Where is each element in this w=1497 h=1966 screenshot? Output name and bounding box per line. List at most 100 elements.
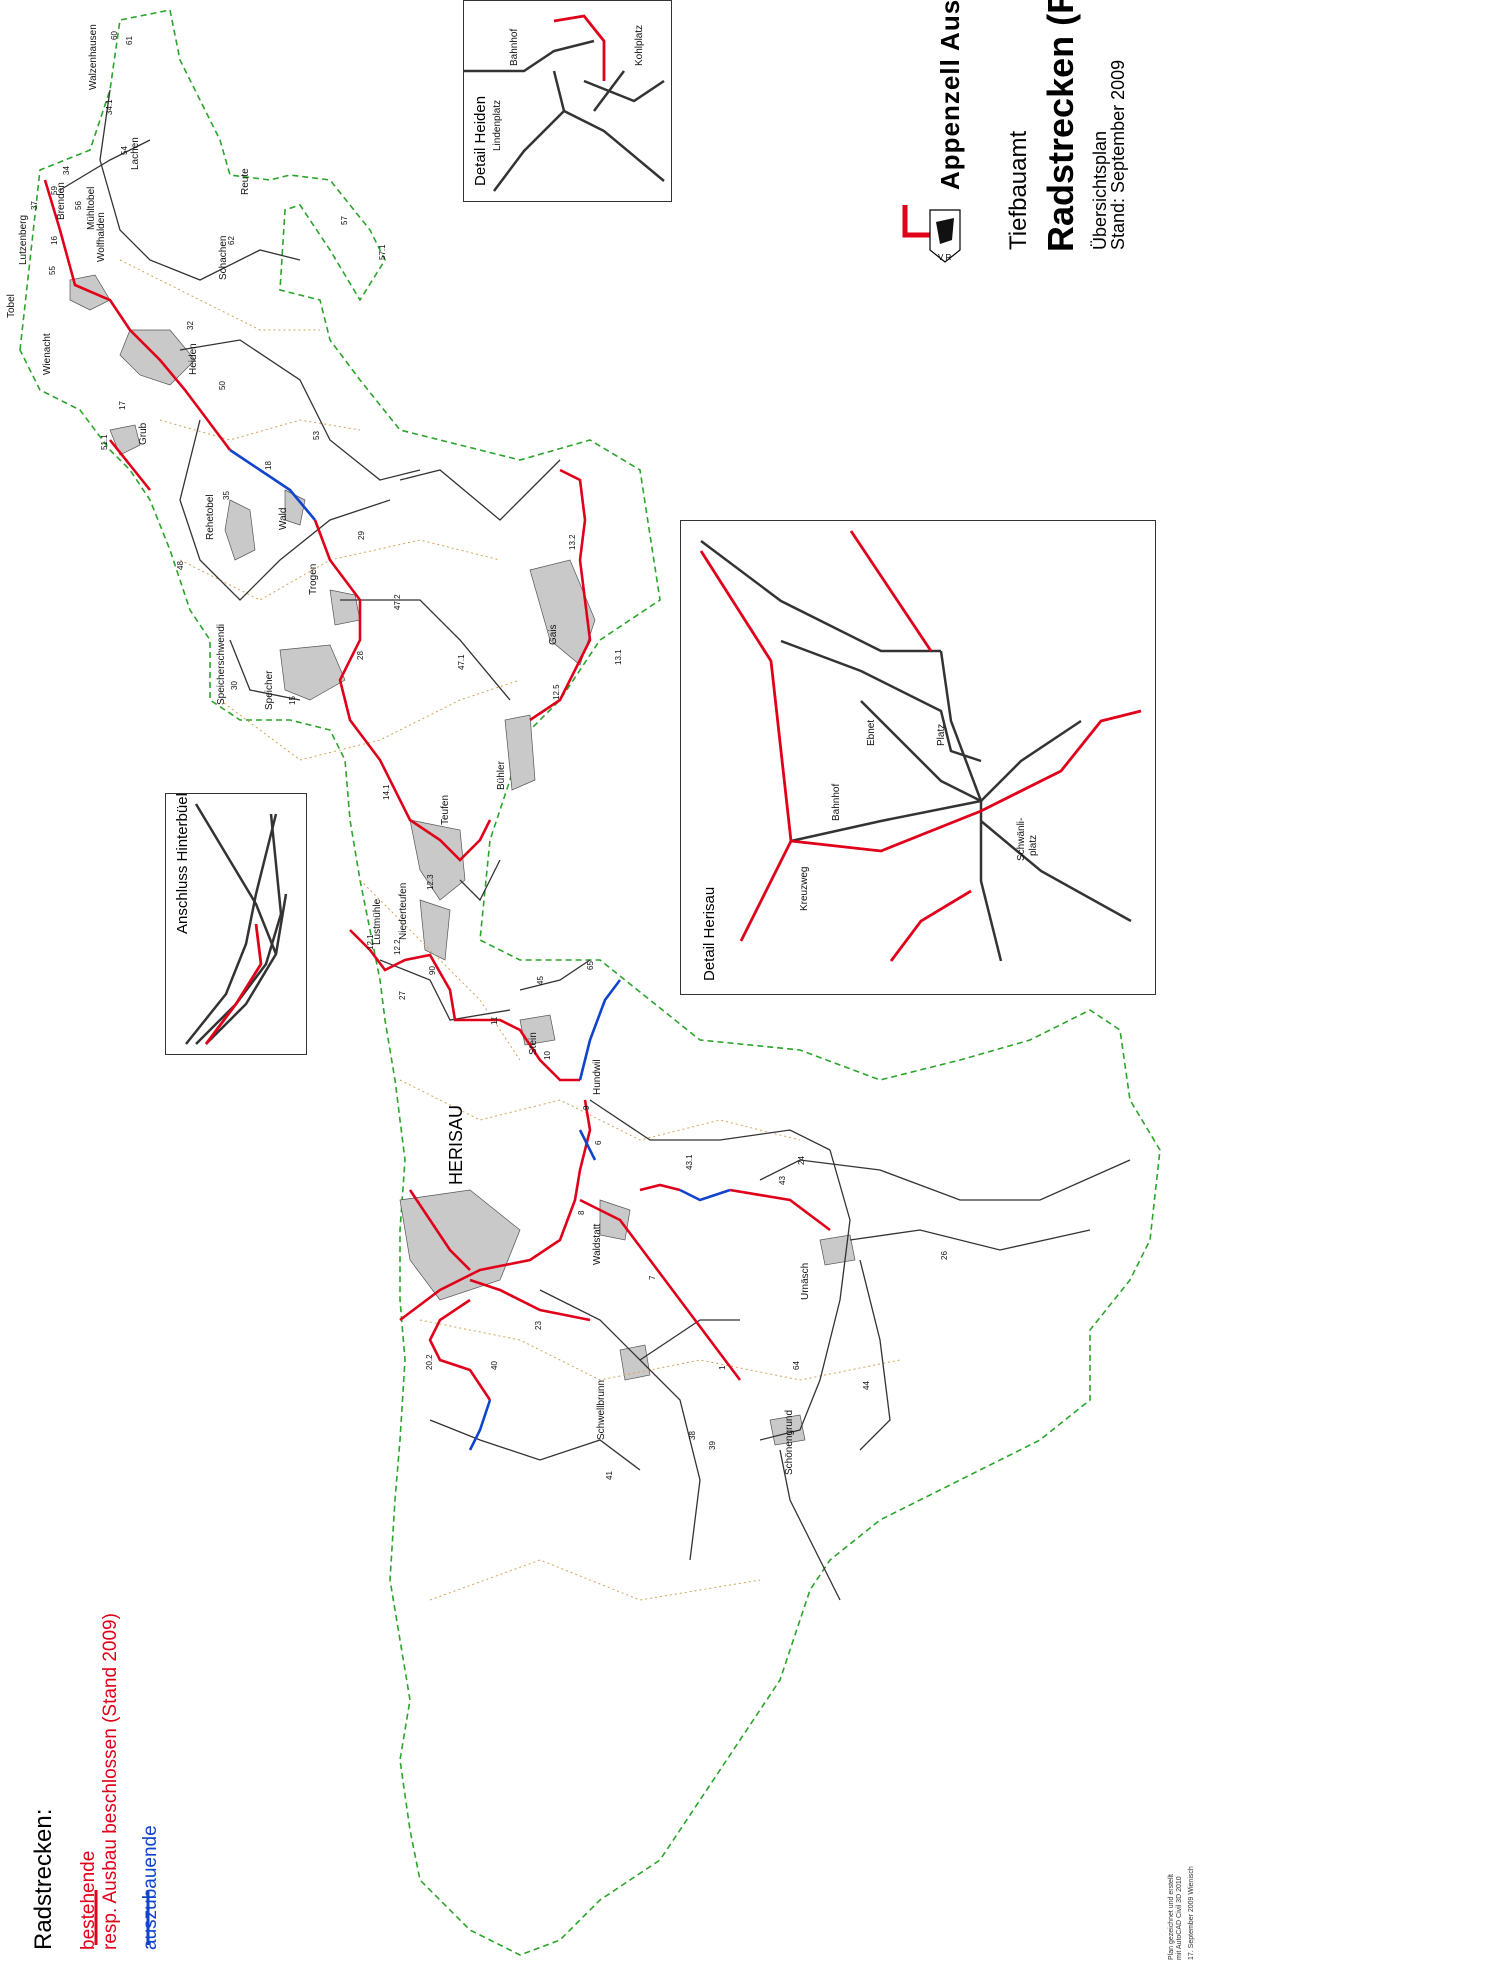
route-number: 57.1 <box>378 244 387 260</box>
route-number: 59 <box>50 186 59 195</box>
department-title: Tiefbauamt <box>1005 130 1032 250</box>
route-number: 62 <box>227 236 236 245</box>
place-waldstatt: Waldstatt <box>592 1223 603 1265</box>
place-tobel: Tobel <box>6 294 17 318</box>
route-number: 20.2 <box>425 1354 434 1370</box>
canton-border <box>19 9 1161 1956</box>
route-number: 60 <box>110 31 119 40</box>
route-number: 40 <box>490 1361 499 1370</box>
legend-existing-line2: resp. Ausbau beschlossen (Stand 2009) <box>100 1613 121 1950</box>
inset-herisau-platz2: platz <box>1028 834 1039 856</box>
place-muehltobel: Mühltobel <box>86 186 97 230</box>
route-number: 47.1 <box>457 654 466 670</box>
inset-herisau-ebnet: Ebnet <box>866 719 877 746</box>
inset-hinterbuel-map <box>185 803 288 1045</box>
inset-heiden-title: Detail Heiden <box>472 95 489 186</box>
inset-heiden-lindenplatz: Lindenplatz <box>492 99 503 151</box>
route-number: 53 <box>312 431 321 440</box>
settlement-areas <box>69 274 856 1446</box>
route-number: 43.1 <box>685 1154 694 1170</box>
route-number: 34.1 <box>105 99 114 115</box>
route-number: 1 <box>718 1365 727 1370</box>
place-trogen: Trogen <box>308 563 319 595</box>
footnote-line3: 17. September 2009 Wienisch <box>1188 1866 1195 1960</box>
legend-planned: auszubauende <box>140 1825 161 1950</box>
page-title: Radstrecken (Ri <box>1040 0 1081 252</box>
route-number: 32 <box>186 321 195 330</box>
inset-heiden-kohlplatz: Kohlplatz <box>634 24 645 66</box>
inset-hinterbuel-title: Anschluss Hinterbüel <box>174 793 191 934</box>
route-number: 35 <box>222 491 231 500</box>
route-number: 50 <box>218 381 227 390</box>
cycle-routes-planned <box>229 448 731 1451</box>
footnote-line1: Plan gezeichnet und erstellt <box>1168 1874 1175 1960</box>
route-number: 12.5 <box>552 684 561 700</box>
place-urnaesch: Urnäsch <box>800 1262 811 1300</box>
route-number: 47.2 <box>393 594 402 610</box>
inset-heiden-bahnhof: Bahnhof <box>509 28 520 66</box>
route-number: 45 <box>536 976 545 985</box>
route-number: 17 <box>118 401 127 410</box>
inset-herisau-platz: Platz <box>936 723 947 746</box>
route-number: 38 <box>688 1431 697 1440</box>
route-number: 61 <box>125 36 134 45</box>
place-walzenhausen: Walzenhausen <box>88 24 99 90</box>
route-number: 65 <box>586 961 595 970</box>
status-date: Stand: September 2009 <box>1108 59 1128 250</box>
route-number: 26 <box>940 1251 949 1260</box>
place-schwellbrunn: Schwellbrunn <box>596 1379 607 1440</box>
organization-title: Appenzell Ausser <box>935 0 965 190</box>
legend-heading: Radstrecken: <box>30 1808 57 1950</box>
place-gais: Gais <box>548 624 559 645</box>
route-number: 12.1 <box>366 934 375 950</box>
inset-detail-heiden: Detail Heiden Lindenplatz Bahnhof Kohlpl… <box>463 0 672 202</box>
route-number: 28 <box>356 651 365 660</box>
route-number: 29 <box>357 531 366 540</box>
route-number: 57 <box>340 216 349 225</box>
route-number: 12.2 <box>393 939 402 955</box>
road-network <box>59 89 1131 1601</box>
route-number: 90 <box>428 966 437 975</box>
route-number: 23 <box>534 1321 543 1330</box>
footnote-line2: mit AutoCAD Civil 3D 2010 <box>1176 1876 1183 1960</box>
route-number: 51.1 <box>100 434 109 450</box>
route-number: 18 <box>264 461 273 470</box>
route-number: 6 <box>594 1140 603 1145</box>
route-number: 41 <box>605 1471 614 1480</box>
place-heiden: Heiden <box>188 343 199 375</box>
place-lachen: Lachen <box>130 137 141 170</box>
cycle-routes-existing <box>43 179 831 1401</box>
route-number: 34 <box>62 166 71 175</box>
route-number: 13.1 <box>614 649 623 665</box>
route-number: 16 <box>50 236 59 245</box>
inset-heiden-map <box>464 14 665 192</box>
place-teufen: Teufen <box>440 794 451 825</box>
place-rehetobel: Rehetobel <box>205 494 216 540</box>
route-number: 27 <box>398 991 407 1000</box>
route-number: 15 <box>288 696 297 705</box>
route-number: 54 <box>120 146 129 155</box>
route-number: 13.2 <box>568 534 577 550</box>
inset-herisau-map <box>699 530 1142 962</box>
svg-text:V R: V R <box>938 253 952 262</box>
place-speicher: Speicher <box>264 670 275 710</box>
place-buehler: Bühler <box>496 761 507 790</box>
place-speicherschwendi: Speicherschwendi <box>216 623 227 705</box>
route-number: 44 <box>862 1381 871 1390</box>
legend-existing-line1: bestehende <box>78 1850 99 1950</box>
route-number: 43 <box>778 1176 787 1185</box>
inset-herisau-schwaenli: Schwänli- <box>1016 817 1027 861</box>
route-number: 56 <box>74 201 83 210</box>
route-number: 9 <box>582 1105 591 1110</box>
route-number: 30 <box>230 681 239 690</box>
route-number: 37 <box>30 201 39 210</box>
route-number: 39 <box>708 1441 717 1450</box>
route-number: 10 <box>543 1051 552 1060</box>
place-grub: Grub <box>138 422 149 445</box>
inset-anschluss-hinterbuel: Anschluss Hinterbüel <box>165 793 307 1055</box>
place-hundwil: Hundwil <box>592 1059 603 1095</box>
inset-herisau-kreuzweg: Kreuzweg <box>799 866 810 911</box>
route-number: 55 <box>48 266 57 275</box>
route-number: 14.1 <box>382 784 391 800</box>
